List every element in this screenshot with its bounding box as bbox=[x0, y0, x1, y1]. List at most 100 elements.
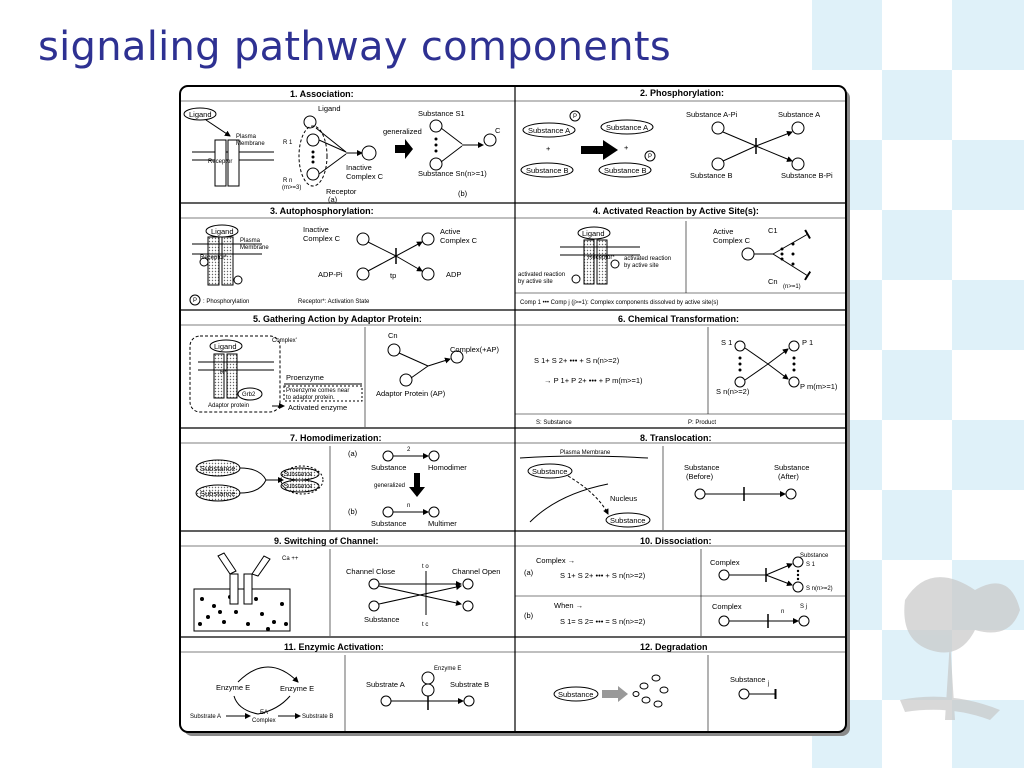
diagram-label: (Before) bbox=[686, 472, 714, 481]
diagram-label: (a) bbox=[524, 568, 534, 577]
diagram-label: Substance B bbox=[604, 166, 647, 175]
diagram-label: (a) bbox=[328, 195, 338, 204]
diagram-label: Substance bbox=[730, 675, 765, 684]
diagram-label: P 1 bbox=[802, 338, 813, 347]
diagram-label: by active site bbox=[518, 279, 553, 285]
diagram-label: Plasma bbox=[236, 134, 257, 140]
diagram-label: Multimer bbox=[428, 519, 457, 528]
panel-title: 7. Homodimerization: bbox=[290, 433, 382, 443]
diagram-label: P bbox=[648, 154, 652, 160]
panel-autophosphorylation: 3. Autophosphorylation: Ligand Plasma Me… bbox=[189, 206, 478, 306]
diagram-label: S 1 bbox=[806, 562, 816, 568]
diagram-label: to adaptor protein. bbox=[286, 395, 335, 401]
panel-switching-channel: 9. Switching of Channel: Ca ++ Channel C… bbox=[193, 536, 500, 636]
diagram-label: Ligand bbox=[318, 104, 341, 113]
diagram-label: Cn bbox=[768, 277, 778, 286]
diagram-label: n bbox=[781, 609, 784, 615]
panel-title: 6. Chemical Transformation: bbox=[618, 314, 739, 324]
diagram-label: Substance bbox=[532, 467, 567, 476]
diagram-label: EA bbox=[260, 710, 268, 716]
diagram-label: Enzyme E bbox=[434, 666, 461, 672]
diagram-label: Receptor*: Activation State bbox=[298, 299, 370, 305]
diagram-label: Complex(+AP) bbox=[450, 345, 499, 354]
diagram-label: Membrane bbox=[240, 245, 269, 251]
panel-degradation: 12. Degradation Substance Substance j bbox=[553, 642, 777, 731]
diagram-label: Substance bbox=[774, 463, 809, 472]
diagram-label: Adaptor protein bbox=[208, 403, 249, 409]
diagram-label: t c bbox=[422, 622, 428, 628]
diagram-label: Substance bbox=[364, 615, 399, 624]
diagram-label: Proenzyme comes near bbox=[286, 388, 349, 394]
diagram-label: (After) bbox=[778, 472, 799, 481]
diagram-label: j bbox=[767, 681, 769, 687]
signaling-diagram-figure: 1. Association: Ligand Plasma Membrane R… bbox=[179, 85, 850, 736]
diagram-label: S j bbox=[800, 604, 807, 610]
diagram-label: Enzyme E bbox=[280, 684, 314, 693]
diagram-label: R 1 bbox=[283, 140, 293, 146]
diagram-label: R n bbox=[283, 178, 292, 184]
diagram-label: Plasma bbox=[240, 238, 261, 244]
diagram-label: S: Substance bbox=[536, 420, 572, 426]
diagram-label: ADP-Pi bbox=[318, 270, 343, 279]
diagram-label: Ligand bbox=[214, 342, 237, 351]
diagram-label: + bbox=[546, 144, 551, 153]
diagram-label: Complex bbox=[710, 558, 740, 567]
diagram-label: P m(m>=1) bbox=[800, 382, 838, 391]
diagram-label: Cn bbox=[388, 331, 398, 340]
diagram-label: Ca ++ bbox=[282, 556, 299, 562]
diagram-label: (a) bbox=[348, 449, 358, 458]
panel-chemical-transformation: 6. Chemical Transformation: S 1+ S 2+ ••… bbox=[515, 314, 845, 426]
diagram-label: Substrate B bbox=[450, 680, 489, 689]
diagram-label: Complex C bbox=[303, 234, 341, 243]
diagram-label: Substance A-Pi bbox=[686, 110, 738, 119]
panel-translocation: 8. Translocation: Plasma Membrane Substa… bbox=[519, 433, 809, 530]
diagram-label: S 1+ S 2+ ••• + S n(n>=2) bbox=[534, 356, 620, 365]
diagram-label: Complex' bbox=[272, 338, 297, 344]
diagram-label: Inactive bbox=[346, 163, 372, 172]
diagram-label: Substance A bbox=[606, 123, 648, 132]
panel-title: 3. Autophosphorylation: bbox=[270, 206, 374, 216]
diagram-label: Substance bbox=[200, 464, 235, 473]
decorative-tree-silhouette bbox=[900, 577, 1020, 720]
diagram-label: ADP bbox=[446, 270, 461, 279]
panel-title: 2. Phosphorylation: bbox=[640, 88, 724, 98]
panel-association: 1. Association: Ligand Plasma Membrane R… bbox=[183, 89, 501, 204]
panel-title: 4. Activated Reaction by Active Site(s): bbox=[593, 206, 759, 216]
diagram-label: (b) bbox=[458, 189, 468, 198]
diagram-label: Receptor bbox=[208, 159, 232, 165]
diagram-label: (n>=1) bbox=[783, 284, 801, 290]
diagram-label: Substance bbox=[371, 519, 406, 528]
diagram-label: Substance bbox=[610, 516, 645, 525]
diagram-label: n bbox=[407, 503, 410, 509]
panel-title: 12. Degradation bbox=[640, 642, 708, 652]
diagram-label: Nucleus bbox=[610, 494, 637, 503]
diagram-label: Substance bbox=[558, 690, 593, 699]
diagram-label: C1 bbox=[768, 226, 778, 235]
diagram-label: Enzyme E bbox=[216, 683, 250, 692]
diagram-label: activated reaction bbox=[518, 272, 565, 278]
diagram-label: S n(n>=2) bbox=[716, 387, 750, 396]
panel-gathering-action: 5. Gathering Action by Adaptor Protein: … bbox=[189, 314, 499, 427]
diagram-label: Substance Sn(n>=1) bbox=[418, 169, 487, 178]
diagram-label: tp bbox=[390, 271, 396, 280]
diagram-label: Substance bbox=[284, 484, 313, 490]
diagram-label: (b) bbox=[348, 507, 358, 516]
diagram-label: S 1 bbox=[721, 338, 732, 347]
diagram-label: Substance bbox=[200, 489, 235, 498]
diagram-label: Receptor bbox=[326, 187, 357, 196]
diagram-label: Receptor* bbox=[588, 255, 615, 261]
panel-title: 10. Dissociation: bbox=[640, 536, 712, 546]
diagram-label: generalized bbox=[383, 127, 422, 136]
diagram-label: Substance A bbox=[778, 110, 820, 119]
panel-title: 5. Gathering Action by Adaptor Protein: bbox=[253, 314, 422, 324]
diagram-label: t o bbox=[422, 564, 429, 570]
diagram-label: 2 bbox=[407, 447, 411, 453]
diagram-label: Homodimer bbox=[428, 463, 467, 472]
diagram-label: Substance bbox=[800, 553, 829, 559]
diagram-label: Substrate A bbox=[190, 714, 221, 720]
panel-enzymic-activation: 11. Enzymic Activation: Enzyme E Enzyme … bbox=[190, 642, 489, 731]
diagram-label: Substance B bbox=[690, 171, 733, 180]
panel-title: 1. Association: bbox=[290, 89, 354, 99]
diagram-label: Ligand bbox=[582, 229, 605, 238]
panel-title: 8. Translocation: bbox=[640, 433, 712, 443]
